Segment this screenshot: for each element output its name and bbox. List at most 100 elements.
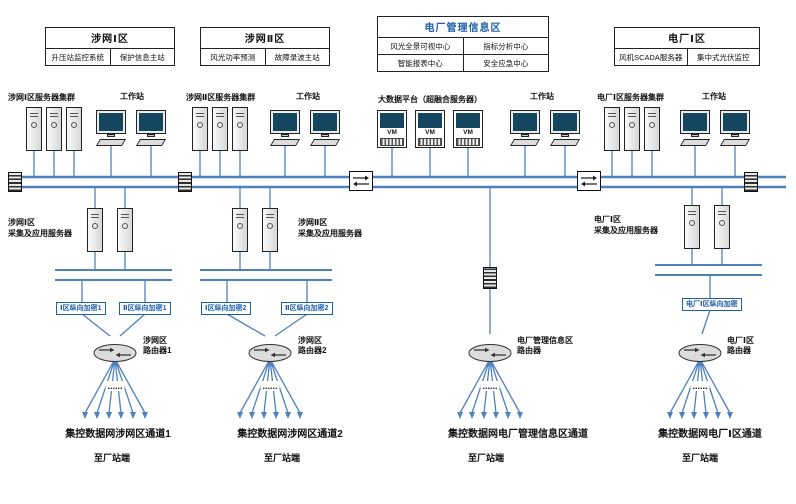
keyboard-icon	[509, 139, 541, 146]
encryption-device-zone1a: Ⅰ区纵向加密1	[56, 302, 106, 315]
zone3-subsystem-3: 智能报表中心	[397, 58, 443, 68]
router2-label-line2: 路由器2	[298, 346, 327, 355]
tower-server-icon	[232, 208, 248, 252]
vm-base	[418, 138, 442, 146]
vm-label: VM	[463, 129, 473, 136]
zone4-cluster-label: 电厂Ⅰ区服务器集群	[597, 93, 664, 102]
router4-label: 电厂Ⅰ区 路由器	[727, 336, 754, 356]
zone2-cluster-label: 涉网Ⅱ区服务器集群	[186, 93, 256, 102]
tower-server-icon	[46, 107, 62, 151]
keyboard-icon	[679, 139, 711, 146]
monitor-screen	[273, 113, 297, 131]
zone1-collect-line2: 采集及应用服务器	[8, 229, 72, 238]
tower-server-icon	[192, 107, 208, 151]
router2-label: 涉网区 路由器2	[298, 336, 326, 356]
monitor-icon	[550, 110, 580, 134]
channel3-label: 集控数据网电厂管理信息区通道	[448, 429, 588, 440]
patch-panel-icon	[178, 172, 192, 192]
tower-server-icon	[714, 205, 730, 249]
monitor-icon	[96, 110, 126, 134]
vm-screen	[418, 113, 442, 128]
patch-panel-icon	[8, 172, 22, 192]
vm-screen	[380, 113, 404, 128]
network-switch-icon	[349, 171, 373, 191]
zone4-workstation-label: 工作站	[702, 92, 726, 101]
zone3-subsystem-1: 风光全景可视中心	[390, 41, 451, 51]
patch-panel-icon	[483, 267, 497, 289]
zone4-collect-line1: 电厂Ⅰ区	[594, 215, 621, 224]
workstation-icon	[134, 110, 168, 156]
station3-label: 至厂站端	[467, 453, 505, 463]
zone4-header-box: 电厂Ⅰ区 风机SCADA服务器 集中式光伏监控	[614, 27, 760, 66]
zone3-subsystem-2: 指标分析中心	[462, 38, 549, 54]
router1-label-line1: 涉网区	[143, 336, 167, 345]
monitor-screen	[723, 113, 747, 131]
encryption-to-router-links	[81, 309, 711, 337]
tower-server-icon	[262, 208, 278, 252]
monitor-stand	[731, 134, 739, 137]
monitor-screen	[313, 113, 337, 131]
zone3-header-box: 电厂管理信息区 风光全景可视中心 指标分析中心 智能报表中心 安全应急中心	[377, 16, 549, 72]
monitor-stand	[107, 134, 115, 137]
zone4-title: 电厂Ⅰ区	[615, 28, 759, 49]
keyboard-icon	[95, 139, 127, 146]
router2-label-line1: 涉网区	[298, 336, 322, 345]
zone4-collect-label: 电厂Ⅰ区 采集及应用服务器	[594, 214, 658, 236]
monitor-icon	[720, 110, 750, 134]
zone2-title: 涉网Ⅱ区	[201, 28, 329, 49]
station2-label: 至厂站端	[263, 453, 301, 463]
zone2-collect-line1: 涉网Ⅱ区	[298, 218, 328, 227]
vm-server-icon: VM	[453, 110, 483, 148]
fanout-arrowheads	[82, 412, 733, 419]
vertical-connectors	[33, 146, 736, 334]
zone1-subsystem-1: 升压站监控系统	[51, 52, 105, 62]
zone1-workstation-label: 工作站	[120, 92, 144, 101]
sub-network-bus	[55, 264, 762, 281]
zone3-title: 电厂管理信息区	[378, 17, 548, 38]
router-icon	[91, 333, 139, 363]
keyboard-icon	[135, 139, 167, 146]
network-switch-icon	[577, 171, 601, 191]
zone1-collect-line1: 涉网Ⅰ区	[8, 218, 35, 227]
channel1-label: 集控数据网涉网区通道1	[65, 429, 171, 440]
monitor-screen	[513, 113, 537, 131]
monitor-stand	[691, 134, 699, 137]
router4-label-line2: 路由器	[727, 346, 751, 355]
zone4-collect-line2: 采集及应用服务器	[594, 226, 658, 235]
zone2-subsystem-1: 风光功率预测	[210, 52, 256, 62]
switch-arrows-icon	[353, 175, 369, 187]
router4-label-line1: 电厂Ⅰ区	[727, 336, 754, 345]
vm-server-icon: VM	[415, 110, 445, 148]
encryption-device-zone2b: Ⅱ区纵向加密2	[281, 302, 333, 315]
zone3-workstation-label: 工作站	[530, 92, 554, 101]
tower-server-icon	[66, 107, 82, 151]
router-icon	[466, 333, 514, 363]
switch-arrows-icon	[581, 175, 597, 187]
router-icon	[676, 333, 724, 363]
monitor-screen	[139, 113, 163, 131]
monitor-icon	[510, 110, 540, 134]
monitor-screen	[99, 113, 123, 131]
zone1-title: 涉网Ⅰ区	[46, 28, 174, 49]
monitor-stand	[521, 134, 529, 137]
tower-server-icon	[644, 107, 660, 151]
monitor-icon	[136, 110, 166, 134]
monitor-screen	[553, 113, 577, 131]
workstation-icon	[718, 110, 752, 156]
zone4-subsystem-2: 集中式光伏监控	[686, 49, 760, 65]
tower-server-icon	[212, 107, 228, 151]
tower-server-icon	[604, 107, 620, 151]
workstation-icon	[94, 110, 128, 156]
vm-screen	[456, 113, 480, 128]
station1-label: 至厂站端	[93, 453, 131, 463]
zone1-cluster-label: 涉网Ⅰ区服务器集群	[8, 93, 75, 102]
tower-server-icon	[117, 208, 133, 252]
router3-label: 电厂管理信息区 路由器	[517, 336, 573, 356]
vm-server-icon: VM	[377, 110, 407, 148]
vm-label: VM	[387, 129, 397, 136]
monitor-stand	[321, 134, 329, 137]
router3-label-line2: 路由器	[517, 346, 541, 355]
encryption-device-zone4: 电厂Ⅰ区纵向加密	[682, 298, 742, 311]
encryption-device-zone2a: Ⅰ区纵向加密2	[201, 302, 251, 315]
monitor-screen	[683, 113, 707, 131]
